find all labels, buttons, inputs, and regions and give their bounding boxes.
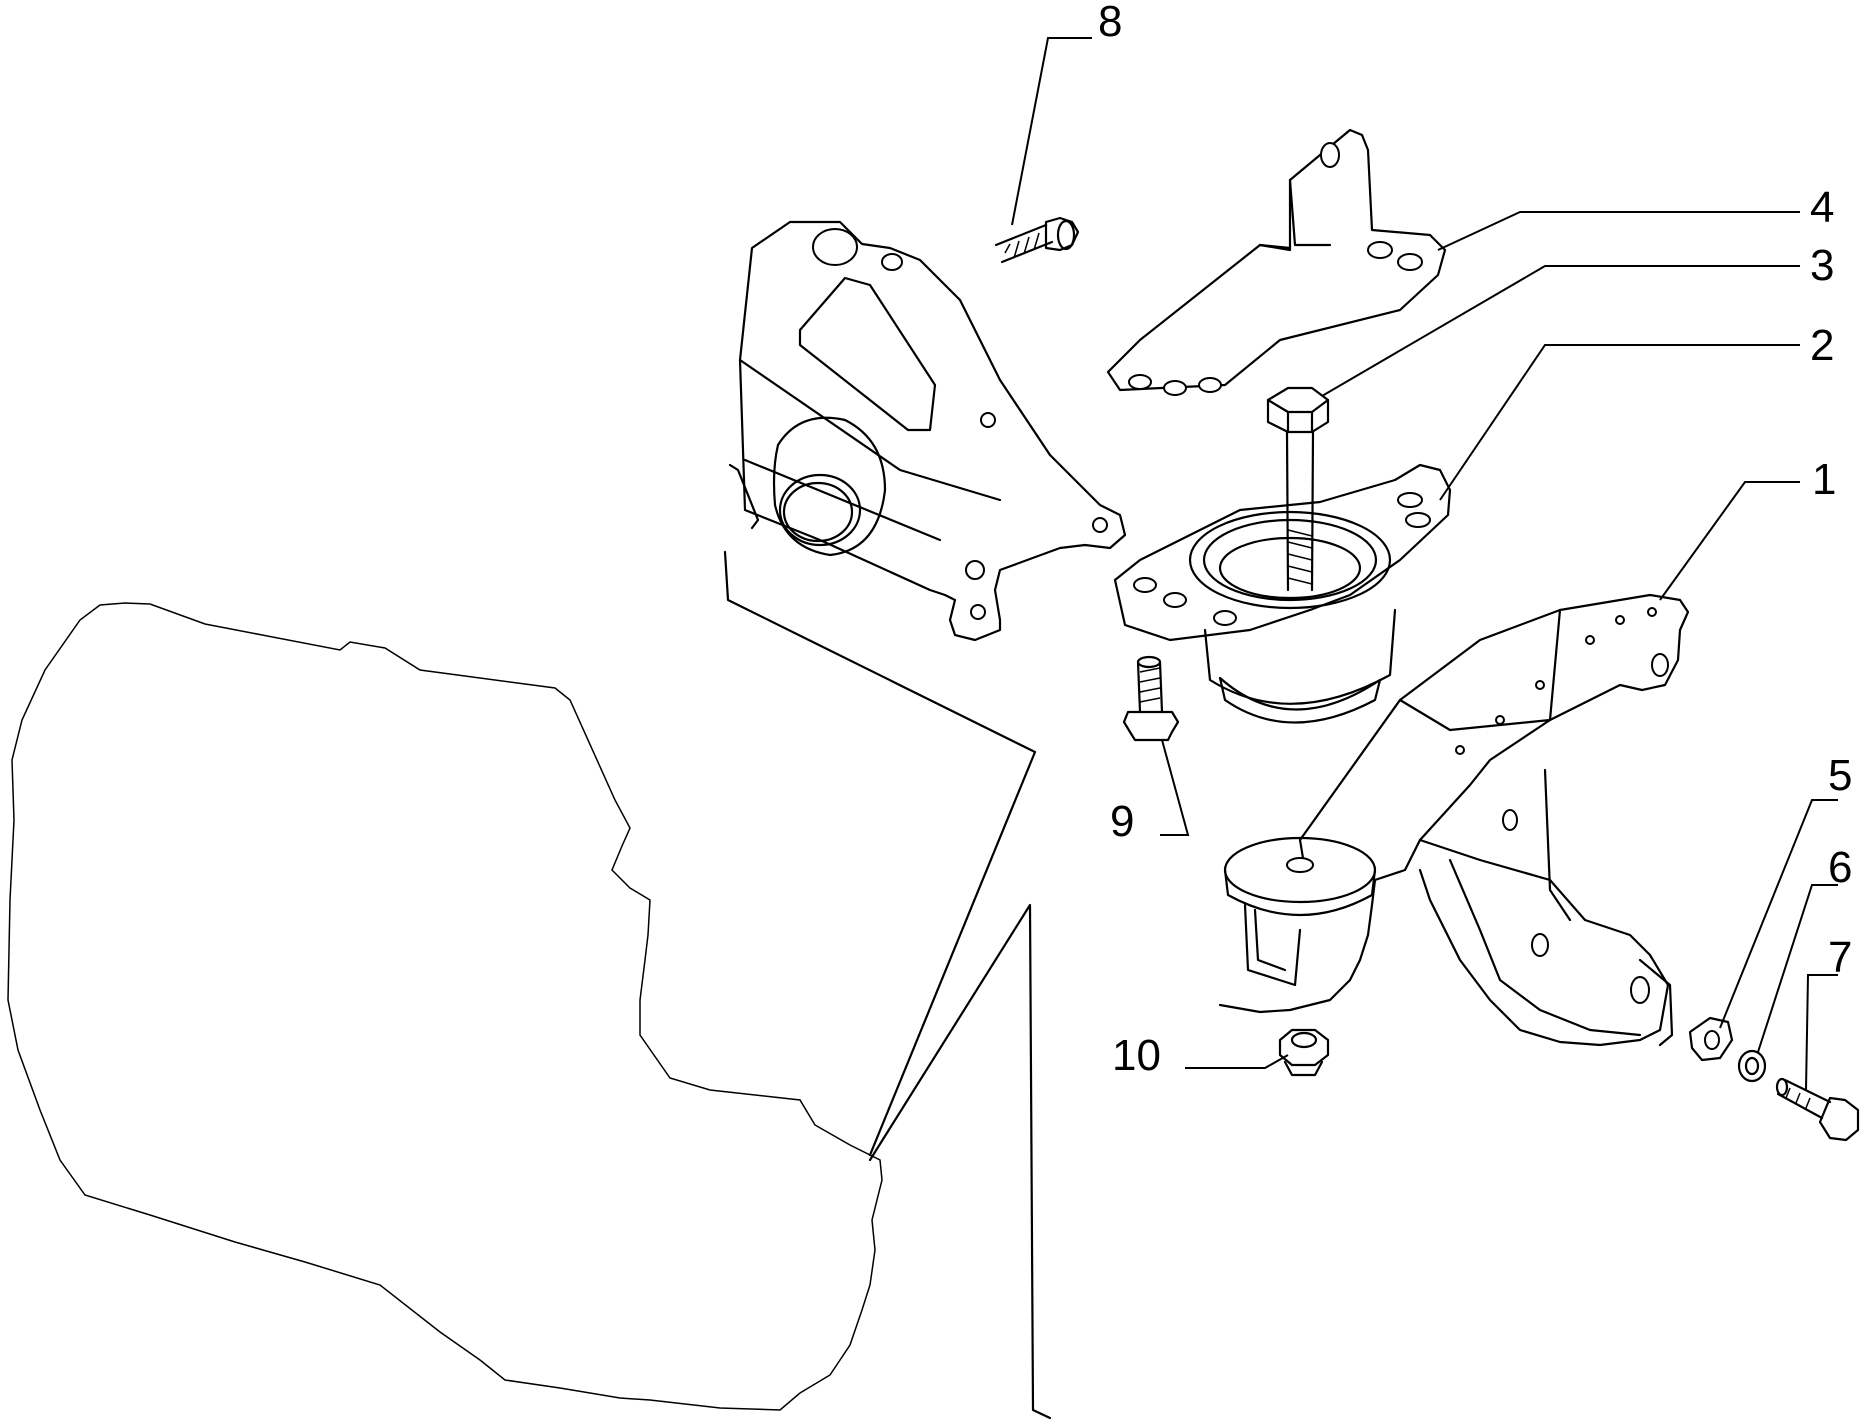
leader-9 [1160,739,1190,836]
callout-6: 6 [1828,843,1852,892]
callout-5: 5 [1828,751,1852,800]
leader-2 [1439,344,1800,501]
part-6-washer [1737,1049,1767,1083]
callout-labels: 8 4 3 2 1 5 6 7 9 10 [1098,0,1852,1080]
leader-3 [1321,265,1800,397]
part-9-bolt [1122,655,1180,742]
leader-1 [1659,481,1800,601]
part-5-nut [1688,1016,1734,1062]
callout-10: 10 [1112,1031,1161,1080]
callout-4: 4 [1810,183,1834,232]
part-3-long-bolt [1266,386,1330,592]
part-2-engine-mount [1113,463,1452,724]
callout-7: 7 [1828,933,1852,982]
leader-4 [1437,211,1800,251]
callout-1: 1 [1812,455,1836,504]
callout-8: 8 [1098,0,1122,46]
part-7-bolt [1775,1077,1860,1142]
leader-lines [1011,37,1838,1091]
leader-8 [1011,37,1092,226]
part-4-plate [1106,128,1447,396]
callout-3: 3 [1810,241,1834,290]
leader-6 [1757,884,1838,1053]
callout-2: 2 [1810,321,1834,370]
leader-5 [1719,799,1838,1029]
part-1-arm-bracket [1218,593,1690,1047]
callout-9: 9 [1110,797,1134,846]
upper-bracket [728,220,1127,642]
gearbox-outline [7,550,1052,1420]
part-8-bolt [994,216,1080,264]
leader-7 [1805,974,1838,1091]
leader-10 [1185,1054,1289,1069]
part-10-nut [1278,1028,1330,1077]
